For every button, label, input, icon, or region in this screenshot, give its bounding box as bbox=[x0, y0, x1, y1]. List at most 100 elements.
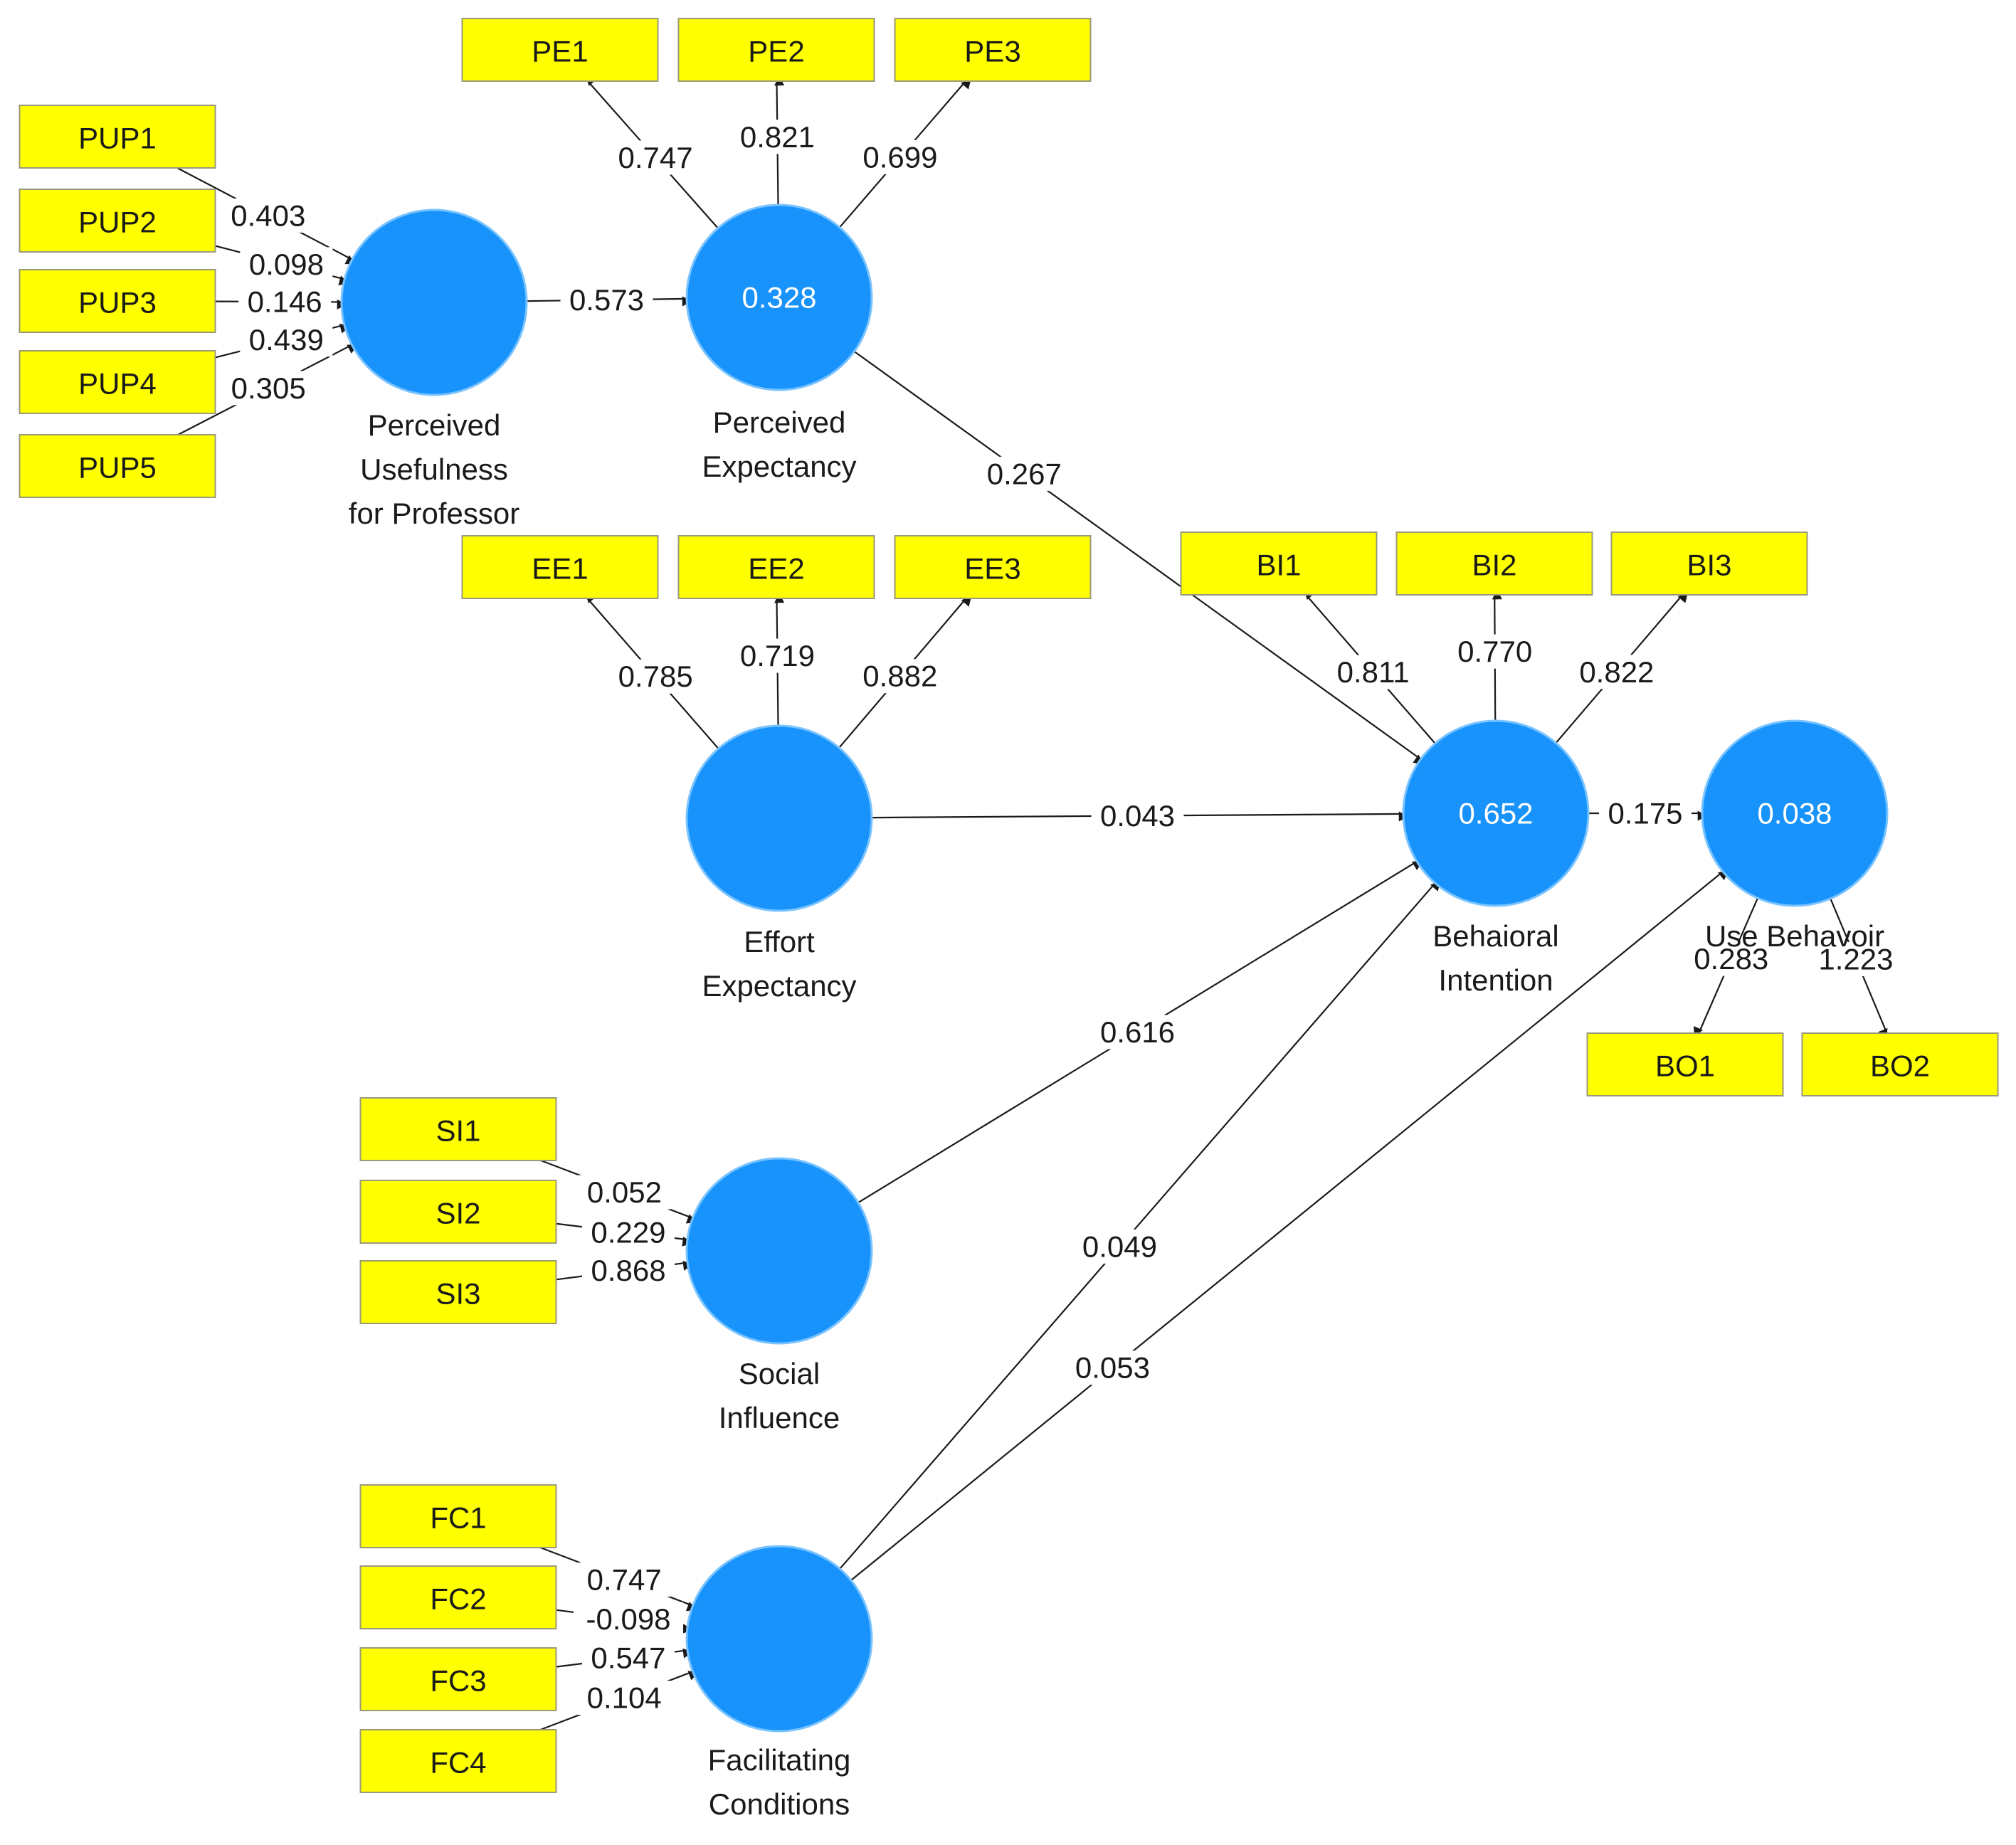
weight-labels-layer: 0.4030.0980.1460.4390.3050.0520.2290.868… bbox=[221, 120, 1902, 1716]
indicator-fc1[interactable]: FC1 bbox=[359, 1484, 557, 1548]
indicator-pup1[interactable]: PUP1 bbox=[19, 105, 216, 169]
outer-loading-value: 0.821 bbox=[740, 120, 815, 154]
path-coefficient-label-bi-ub: 0.175 bbox=[1599, 796, 1692, 830]
path-coefficient-label-pe-bi: 0.267 bbox=[978, 456, 1071, 491]
outer-weight-label-pup1-pup: 0.403 bbox=[221, 198, 315, 233]
path-coefficient-value: 0.043 bbox=[1100, 799, 1175, 832]
indicator-label: EE2 bbox=[748, 552, 804, 586]
outer-weight-value: 0.403 bbox=[231, 199, 305, 232]
outer-loading-label-pe-pe1: 0.747 bbox=[609, 140, 702, 175]
indicator-label: SI1 bbox=[436, 1114, 480, 1148]
path-coefficient-value: 0.267 bbox=[987, 457, 1062, 490]
indicator-bo1[interactable]: BO1 bbox=[1586, 1032, 1784, 1096]
indicator-si1[interactable]: SI1 bbox=[359, 1097, 557, 1161]
outer-weight-value: 0.052 bbox=[587, 1175, 662, 1209]
latent-fc[interactable] bbox=[685, 1545, 873, 1733]
outer-loading-value: 0.785 bbox=[618, 660, 693, 693]
outer-weight-label-fc3-fc: 0.547 bbox=[581, 1640, 675, 1675]
indicator-pup4[interactable]: PUP4 bbox=[19, 350, 216, 414]
indicator-label: FC2 bbox=[430, 1582, 486, 1616]
latent-name: Use Behavoir bbox=[1705, 919, 1884, 953]
indicator-label: FC4 bbox=[430, 1746, 486, 1780]
outer-weight-value: 0.305 bbox=[231, 371, 306, 405]
path-coefficient-label-fc-bi: 0.049 bbox=[1073, 1229, 1166, 1264]
outer-weight-label-pup4-pup: 0.439 bbox=[240, 322, 333, 357]
indicator-label: PE1 bbox=[532, 35, 588, 68]
indicator-fc2[interactable]: FC2 bbox=[359, 1565, 557, 1629]
path-coefficient-arrow-fc-bi bbox=[839, 880, 1441, 1570]
outer-loading-label-bi-bi3: 0.822 bbox=[1570, 655, 1663, 689]
indicator-ee3[interactable]: EE3 bbox=[894, 535, 1092, 599]
indicator-bo2[interactable]: BO2 bbox=[1801, 1032, 1999, 1096]
indicator-si2[interactable]: SI2 bbox=[359, 1180, 557, 1244]
outer-weight-value: 0.747 bbox=[587, 1563, 662, 1596]
latent-pe[interactable]: 0.328 bbox=[685, 203, 873, 391]
indicator-label: PUP3 bbox=[78, 286, 157, 319]
indicator-pe3[interactable]: PE3 bbox=[894, 18, 1092, 82]
outer-loading-value: 0.882 bbox=[862, 660, 937, 693]
indicator-label: BO2 bbox=[1870, 1050, 1930, 1083]
indicator-pup2[interactable]: PUP2 bbox=[19, 189, 216, 253]
indicator-ee2[interactable]: EE2 bbox=[677, 535, 875, 599]
indicator-label: PE3 bbox=[964, 35, 1020, 68]
latent-bi[interactable]: 0.652 bbox=[1402, 719, 1590, 907]
outer-weight-label-si1-si: 0.052 bbox=[578, 1175, 671, 1210]
indicator-pup3[interactable]: PUP3 bbox=[19, 269, 216, 333]
indicator-si3[interactable]: SI3 bbox=[359, 1260, 557, 1324]
indicator-label: BI3 bbox=[1687, 549, 1731, 582]
outer-loading-label-bi-bi2: 0.770 bbox=[1448, 634, 1541, 669]
outer-weight-label-si2-si: 0.229 bbox=[581, 1215, 675, 1250]
indicator-fc3[interactable]: FC3 bbox=[359, 1647, 557, 1711]
latent-si[interactable] bbox=[685, 1157, 873, 1345]
outer-loading-value: 0.811 bbox=[1337, 655, 1410, 689]
indicator-bi2[interactable]: BI2 bbox=[1395, 532, 1593, 596]
indicator-label: EE1 bbox=[532, 552, 588, 586]
path-coefficient-arrow-fc-ub bbox=[850, 869, 1729, 1581]
outer-weight-label-fc2-fc: -0.098 bbox=[574, 1602, 684, 1637]
outer-loading-value: 0.747 bbox=[618, 141, 692, 174]
outer-loading-value: 0.770 bbox=[1457, 635, 1532, 668]
latent-ub[interactable]: 0.038 bbox=[1701, 719, 1889, 907]
outer-weight-value: 0.547 bbox=[591, 1641, 665, 1674]
outer-weight-value: -0.098 bbox=[586, 1602, 670, 1636]
indicator-fc4[interactable]: FC4 bbox=[359, 1729, 557, 1793]
outer-weight-label-fc4-fc: 0.104 bbox=[578, 1681, 671, 1716]
outer-loading-value: 0.822 bbox=[1579, 655, 1654, 689]
indicator-bi3[interactable]: BI3 bbox=[1610, 532, 1808, 596]
outer-weight-value: 0.104 bbox=[587, 1681, 662, 1715]
indicator-bi1[interactable]: BI1 bbox=[1180, 532, 1378, 596]
indicator-pup5[interactable]: PUP5 bbox=[19, 434, 216, 498]
outer-weight-value: 0.229 bbox=[591, 1216, 665, 1249]
outer-weight-label-fc1-fc: 0.747 bbox=[578, 1562, 671, 1597]
indicator-label: PE2 bbox=[748, 35, 804, 68]
indicator-pe1[interactable]: PE1 bbox=[461, 18, 659, 82]
outer-loading-value: 0.719 bbox=[740, 639, 815, 672]
path-coefficient-value: 0.573 bbox=[569, 283, 644, 317]
outer-loading-label-ub-bo2: 1.223 bbox=[1809, 941, 1902, 976]
indicator-label: PUP4 bbox=[78, 367, 157, 401]
latent-ee[interactable] bbox=[685, 724, 873, 912]
latent-pup[interactable] bbox=[340, 208, 528, 396]
outer-loading-value: 0.283 bbox=[1694, 942, 1768, 976]
outer-loading-value: 1.223 bbox=[1818, 942, 1893, 976]
path-coefficient-label-si-bi: 0.616 bbox=[1091, 1015, 1184, 1050]
path-coefficient-value: 0.616 bbox=[1100, 1015, 1175, 1049]
outer-weight-label-si3-si: 0.868 bbox=[582, 1253, 675, 1288]
path-coefficient-value: 0.175 bbox=[1608, 797, 1682, 830]
indicator-pe2[interactable]: PE2 bbox=[677, 18, 875, 82]
outer-weight-value: 0.868 bbox=[591, 1254, 665, 1287]
r-squared-value: 0.328 bbox=[742, 281, 816, 314]
indicator-ee1[interactable]: EE1 bbox=[461, 535, 659, 599]
indicator-label: FC1 bbox=[430, 1501, 486, 1535]
path-coefficient-label-pup-pe: 0.573 bbox=[560, 282, 653, 317]
outer-loading-label-ee-ee2: 0.719 bbox=[731, 638, 824, 673]
r-squared-value: 0.038 bbox=[1757, 797, 1832, 830]
